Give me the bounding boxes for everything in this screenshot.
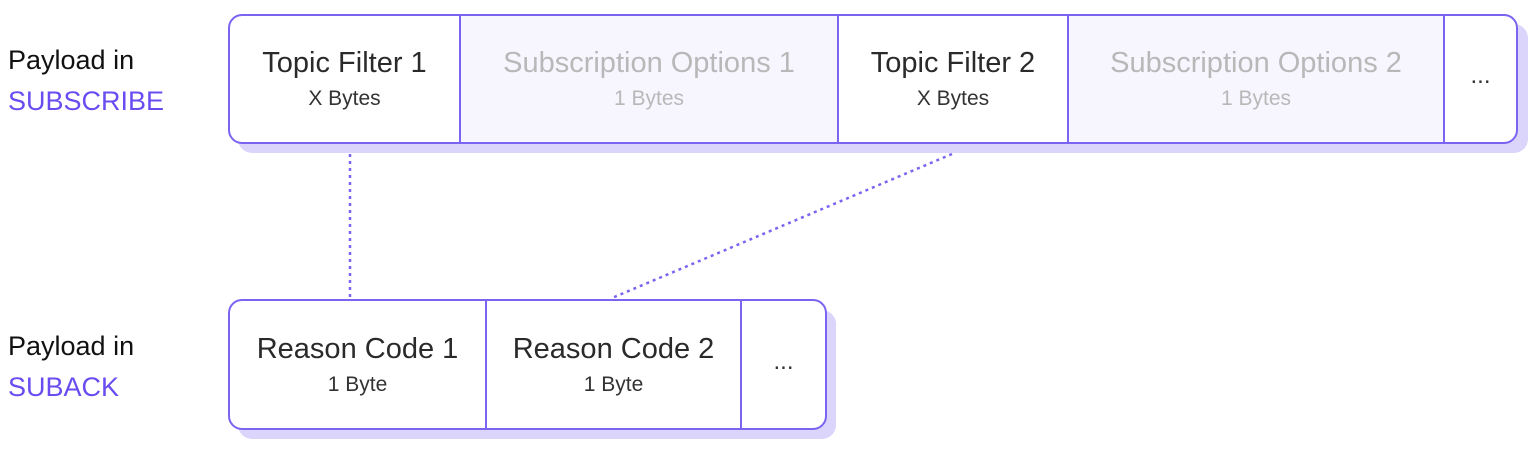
reason-code-2-name: Reason Code 2 [512,332,715,365]
reason-code-2-cell: Reason Code 2 1 Byte [485,301,740,428]
subscription-options-2-cell: Subscription Options 2 1 Bytes [1067,16,1443,142]
connector-topic-2-to-reason-2 [611,152,953,300]
subscribe-more-cell: ... [1443,16,1516,142]
topic-filter-1-size: X Bytes [308,87,381,110]
topic-filter-2-size: X Bytes [916,87,990,110]
suback-more-cell: ... [740,301,825,428]
suback-payload: Reason Code 1 1 Byte Reason Code 2 1 Byt… [228,299,827,430]
reason-code-1-cell: Reason Code 1 1 Byte [230,301,485,428]
subscription-options-1-size: 1 Bytes [613,87,685,110]
subscription-options-1-name: Subscription Options 1 [503,47,795,79]
reason-code-2-size: 1 Byte [583,372,644,396]
reason-code-1-name: Reason Code 1 [256,332,459,365]
suback-row-label: Payload in SUBACK [8,326,134,408]
suback-label-line1: Payload in [8,331,135,361]
reason-code-1-size: 1 Byte [327,372,388,396]
subscribe-label-packet-name: SUBSCRIBE [8,86,165,116]
topic-filter-1-name: Topic Filter 1 [262,47,427,79]
topic-filter-2-name: Topic Filter 2 [870,47,1036,79]
subscribe-ellipsis: ... [1470,62,1491,89]
subscription-options-2-name: Subscription Options 2 [1110,47,1402,79]
subscribe-label-line1: Payload in [8,45,135,75]
subscription-options-2-size: 1 Bytes [1220,87,1292,110]
topic-filter-1-cell: Topic Filter 1 X Bytes [230,16,459,142]
subscribe-row-label: Payload in SUBSCRIBE [8,40,164,122]
topic-filter-2-cell: Topic Filter 2 X Bytes [837,16,1067,142]
suback-label-packet-name: SUBACK [8,372,120,402]
subscribe-payload: Topic Filter 1 X Bytes Subscription Opti… [228,14,1518,144]
suback-ellipsis: ... [773,347,794,375]
subscription-options-1-cell: Subscription Options 1 1 Bytes [459,16,837,142]
